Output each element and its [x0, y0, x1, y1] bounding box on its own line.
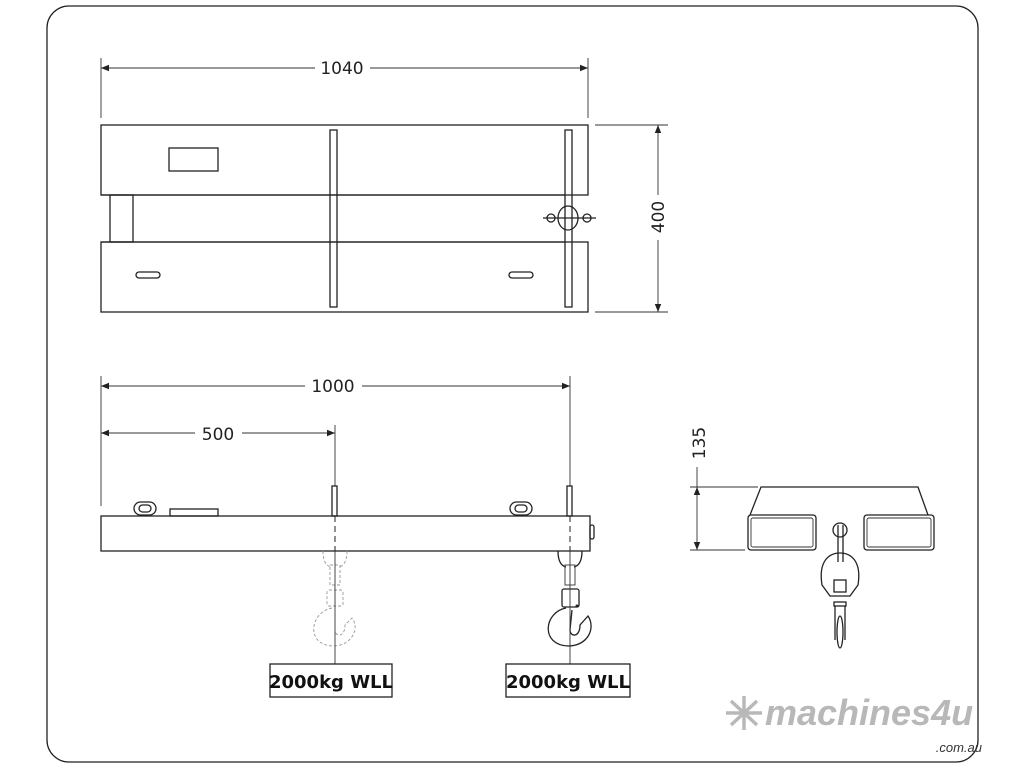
- tine-sleeve: [109, 194, 134, 243]
- upper-plate: [100, 124, 589, 196]
- hook-strip-left: [329, 129, 338, 308]
- label-plate: [168, 147, 219, 172]
- side-view: 1000 500 2000kg WLL: [100, 376, 631, 698]
- end-view: 135: [690, 427, 935, 649]
- hook-right-icon: [547, 550, 592, 664]
- dim-1000-label: 1000: [311, 377, 354, 397]
- beam: [100, 515, 591, 552]
- wll-label-right-box: [505, 663, 631, 698]
- logo-brand-text: machines4u: [765, 692, 973, 733]
- wll-label-left-box: [269, 663, 393, 698]
- logo-domain-text: .com.au: [936, 740, 982, 755]
- swivel-hook-icon: [820, 522, 860, 649]
- dim-135-label: 135: [690, 427, 710, 459]
- fork-pocket-right: [863, 514, 935, 551]
- snowflake-icon: [726, 696, 762, 730]
- hook-left-icon: [313, 550, 356, 664]
- lifting-eye-right: [509, 501, 533, 516]
- wll-label-right: 2000kg WLL: [506, 672, 630, 693]
- slot-left: [135, 271, 161, 279]
- top-view: 1040 400: [100, 58, 669, 313]
- swivel-icon: [543, 205, 596, 231]
- slot-right: [508, 271, 534, 279]
- dim-400-label: 400: [649, 201, 669, 233]
- drawing-frame: [46, 5, 979, 763]
- fork-pocket-left: [747, 514, 817, 551]
- dim-500-label: 500: [202, 425, 234, 445]
- dim-1040-label: 1040: [320, 59, 363, 79]
- machines4u-logo: machines4u .com.au: [726, 692, 982, 755]
- wll-label-left: 2000kg WLL: [269, 672, 393, 693]
- lifting-eye-left: [133, 501, 157, 516]
- lower-plate: [100, 241, 589, 313]
